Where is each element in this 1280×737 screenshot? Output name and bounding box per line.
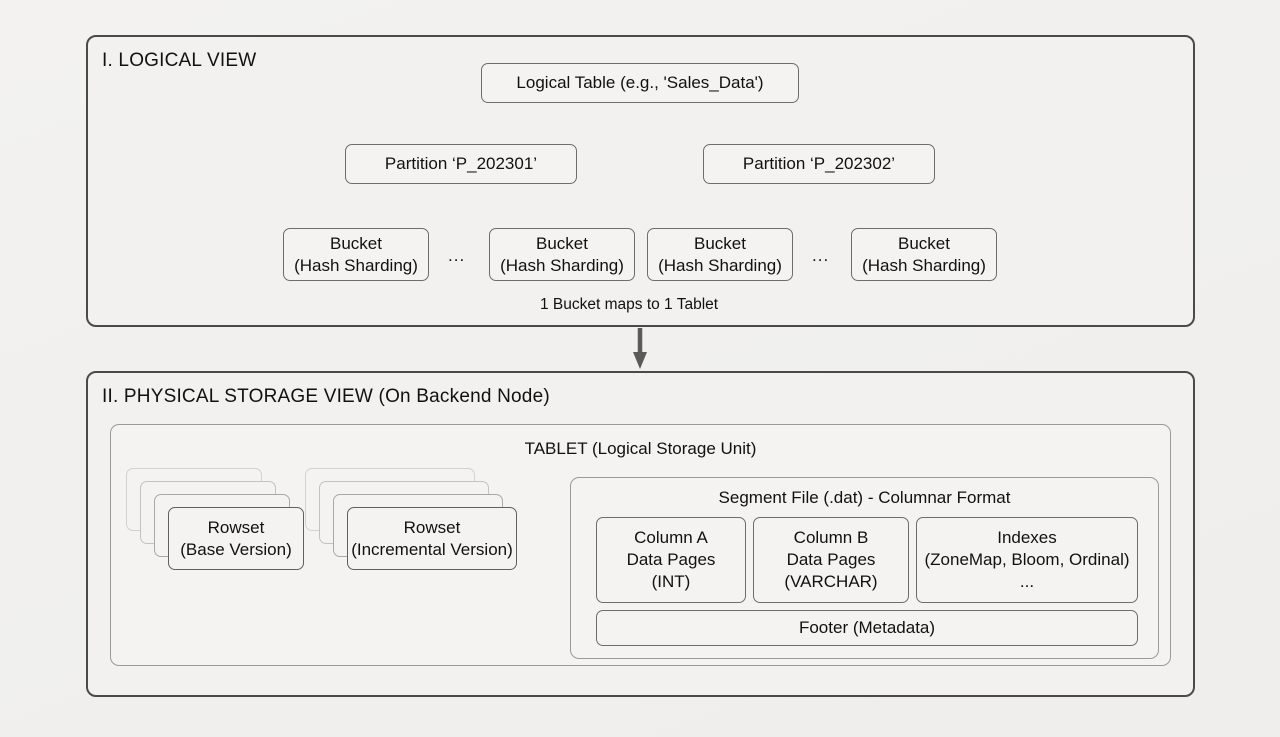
partition-2-label: Partition ‘P_202302’ [742,154,896,174]
bucket-tablet-caption: 1 Bucket maps to 1 Tablet [540,296,719,313]
rowset-base-line1: Rowset [207,517,265,537]
indexes-line2: (ZoneMap, Bloom, Ordinal) [924,550,1130,570]
column-a-line1: Column A [634,528,708,548]
bucket-ellipsis-left: ... [448,246,466,265]
logical-table-node[interactable]: Logical Table (e.g., 'Sales_Data') [481,63,799,103]
indexes-line1: Indexes [997,528,1057,548]
rowset-stack-incremental[interactable]: Rowset (Incremental Version) [305,468,517,578]
column-a-line3: (INT) [651,571,691,591]
bucket-1-line1: Bucket [330,233,382,253]
segment-footer-label: Footer (Metadata) [798,618,936,638]
bucket-node-4[interactable]: Bucket (Hash Sharding) [851,228,997,281]
bucket-2-line2: (Hash Sharding) [500,255,624,275]
segment-file-title: Segment File (.dat) - Columnar Format [718,488,1011,507]
bucket-3-line2: (Hash Sharding) [658,255,782,275]
physical-storage-view-title: II. PHYSICAL STORAGE VIEW (On Backend No… [102,386,550,407]
bucket-3-line1: Bucket [694,233,746,253]
rowset-stack-base[interactable]: Rowset (Base Version) [126,468,304,578]
rowset-incremental-line2: (Incremental Version) [351,539,513,559]
partition-node-1[interactable]: Partition ‘P_202301’ [345,144,577,184]
rowset-incremental-card-front[interactable]: Rowset (Incremental Version) [347,507,517,570]
bucket-1-line2: (Hash Sharding) [294,255,418,275]
logical-table-label: Logical Table (e.g., 'Sales_Data') [516,73,764,93]
rowset-incremental-line1: Rowset [403,517,461,537]
bucket-node-1[interactable]: Bucket (Hash Sharding) [283,228,429,281]
column-b-line3: (VARCHAR) [784,571,878,591]
bucket-4-line2: (Hash Sharding) [862,255,986,275]
indexes-line3: ... [1019,571,1035,591]
column-b-node[interactable]: Column B Data Pages (VARCHAR) [753,517,909,603]
bucket-4-line1: Bucket [898,233,950,253]
bucket-node-3[interactable]: Bucket (Hash Sharding) [647,228,793,281]
partition-node-2[interactable]: Partition ‘P_202302’ [703,144,935,184]
logical-view-title: I. LOGICAL VIEW [102,50,257,71]
column-b-line2: Data Pages [786,550,876,570]
column-a-node[interactable]: Column A Data Pages (INT) [596,517,746,603]
bucket-2-line1: Bucket [536,233,588,253]
column-a-line2: Data Pages [626,550,716,570]
partition-1-label: Partition ‘P_202301’ [384,154,538,174]
rowset-base-card-front[interactable]: Rowset (Base Version) [168,507,304,570]
tablet-title: TABLET (Logical Storage Unit) [524,439,757,458]
bucket-node-2[interactable]: Bucket (Hash Sharding) [489,228,635,281]
rowset-base-line2: (Base Version) [180,539,292,559]
segment-footer-node[interactable]: Footer (Metadata) [596,610,1138,646]
indexes-node[interactable]: Indexes (ZoneMap, Bloom, Ordinal) ... [916,517,1138,603]
column-b-line1: Column B [793,528,869,548]
bucket-ellipsis-right: ... [812,246,830,265]
